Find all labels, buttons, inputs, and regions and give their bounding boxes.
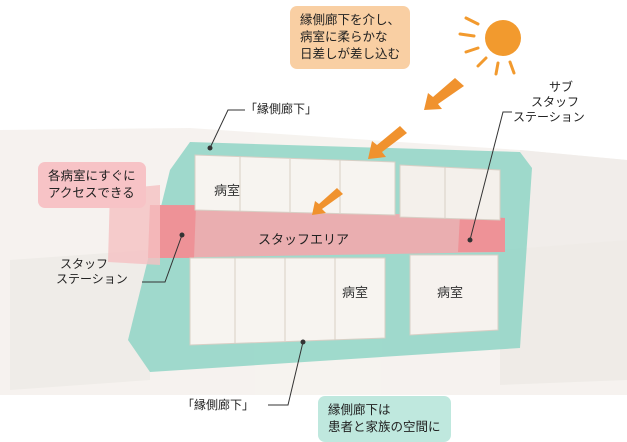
leader-staff-station	[142, 234, 183, 283]
room-label-lower-center: 病室	[342, 286, 369, 301]
engawa-top-label: 「縁側廊下」	[245, 102, 318, 116]
leader-engawa-bottom	[268, 341, 304, 406]
leader-engawa-top	[209, 109, 245, 149]
sub-staff-station-label: サブ スタッフ ステーション	[513, 80, 585, 125]
sunlight-callout-line-1: 縁側廊下を介し、	[300, 12, 401, 27]
staff-station-line-2: ステーション	[56, 272, 128, 286]
lower-room-block	[189, 254, 499, 346]
leader-dot-sub-staff	[467, 237, 473, 243]
family-callout-line-1: 縁側廊下は	[328, 402, 391, 417]
sub-staff-station-block	[458, 215, 505, 252]
staff-area-label: スタッフエリア	[258, 233, 350, 248]
leader-sub-staff	[469, 111, 512, 241]
leader-dot-staff-station	[179, 232, 185, 238]
family-callout: 縁側廊下は 患者と家族の空間に	[318, 396, 451, 442]
staff-station-label: スタッフ ステーション	[56, 257, 128, 287]
staff-station-line-1: スタッフ	[60, 257, 109, 271]
leader-dot-engawa-top	[207, 145, 213, 151]
sub-staff-line-3: ステーション	[513, 110, 585, 124]
sunlight-callout-line-2: 病室に柔らかな	[300, 28, 388, 44]
sub-staff-line-2: スタッフ	[531, 95, 580, 109]
sunlight-callout-line-3: 日差しが差し込む	[300, 45, 401, 61]
access-callout: 各病室にすぐに アクセスできる	[38, 162, 146, 208]
access-callout-line-2: アクセスできる	[48, 184, 135, 200]
sun-icon	[458, 16, 521, 76]
staff-area-band	[148, 205, 505, 258]
sub-staff-line-1: サブ	[549, 80, 574, 94]
room-label-upper: 病室	[214, 184, 241, 199]
upper-room-block	[194, 154, 501, 221]
access-callout-line-1: 各病室にすぐに	[48, 168, 136, 183]
room-label-lower-right: 病室	[437, 286, 464, 301]
engawa-bottom-label: 「縁側廊下」	[182, 398, 255, 412]
leader-dot-engawa-bottom	[300, 339, 306, 345]
sunlight-callout: 縁側廊下を介し、 病室に柔らかな 日差しが差し込む	[290, 6, 411, 69]
sunlight-arrow-icon	[312, 78, 464, 215]
family-callout-line-2: 患者と家族の空間に	[328, 418, 441, 434]
